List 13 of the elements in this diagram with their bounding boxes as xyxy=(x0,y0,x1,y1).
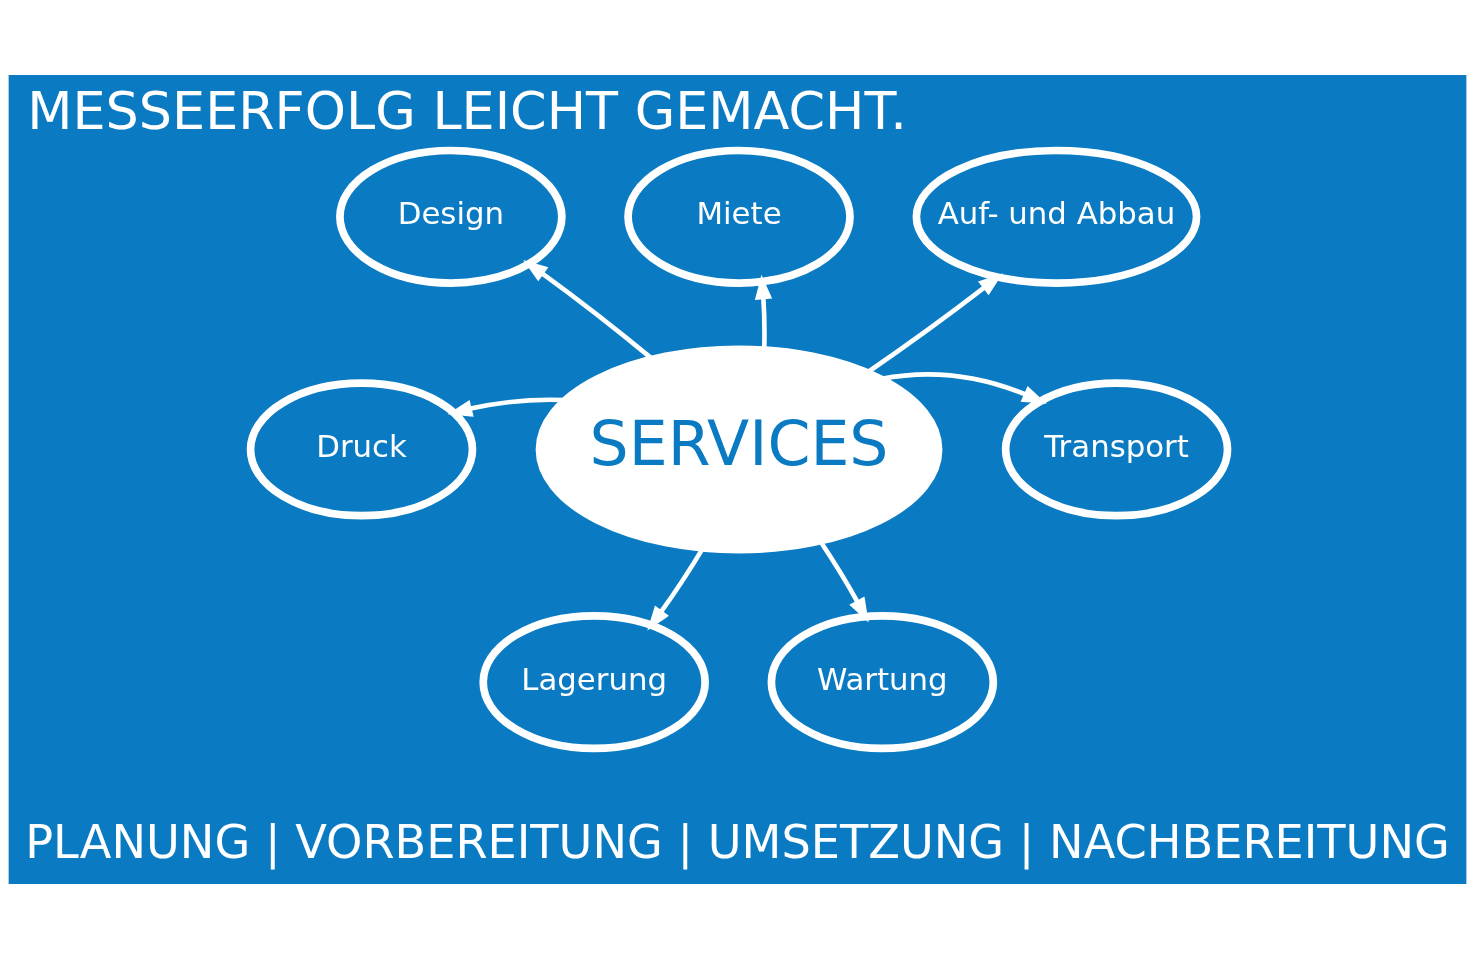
arrow xyxy=(866,272,1003,374)
node-ellipse: Auf- und Abbau xyxy=(912,146,1201,287)
node-ellipse: Transport xyxy=(1001,378,1232,520)
node-ellipse: SERVICES xyxy=(535,344,943,553)
arrow xyxy=(447,396,566,417)
node-ellipse: Lagerung xyxy=(479,611,709,752)
label: PLANUNG | VORBEREITUNG | UMSETZUNG | NACHBEREITUNG xyxy=(25,814,1450,869)
node-ellipse: Design xyxy=(336,146,566,287)
diagram-title: MESSEERFOLG LEICHT GEMACHT. xyxy=(27,79,907,141)
node-ellipse: Miete xyxy=(624,146,854,287)
arrow xyxy=(754,274,773,350)
arrow xyxy=(880,371,1047,404)
node-ellipse: Wartung xyxy=(767,611,998,752)
